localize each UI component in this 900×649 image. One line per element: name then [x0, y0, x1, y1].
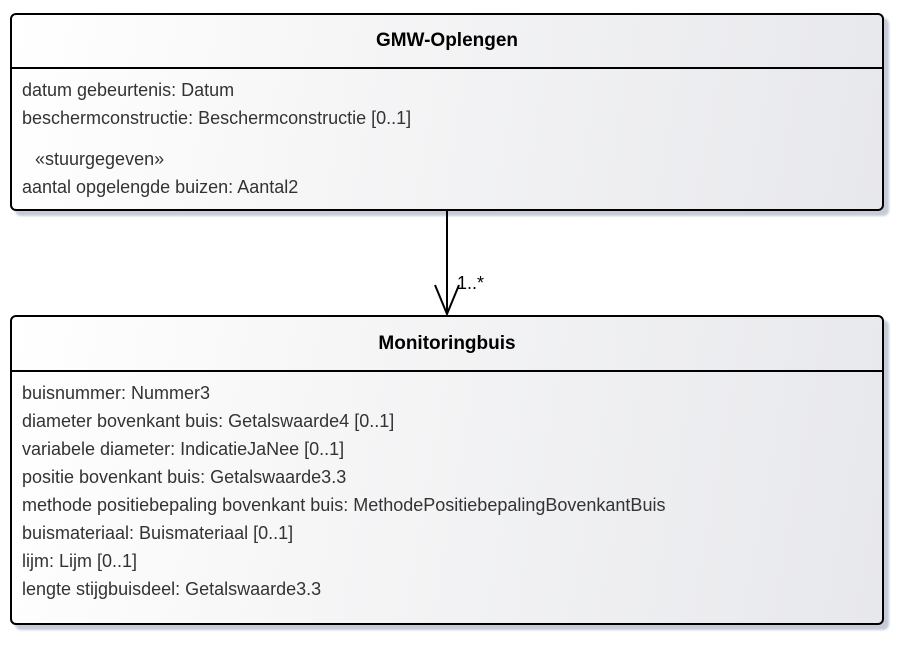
attribute-methode-positiebepaling: methode positiebepaling bovenkant buis: … — [22, 495, 666, 515]
attribute-diameter-bovenkant-buis: diameter bovenkant buis: Getalswaarde4 [… — [22, 411, 395, 431]
association-arrow[interactable] — [419, 211, 479, 316]
attribute-lengte-stijgbuisdeel: lengte stijgbuisdeel: Getalswaarde3.3 — [22, 579, 322, 599]
attribute-positie-bovenkant-buis: positie bovenkant buis: Getalswaarde3.3 — [22, 467, 347, 487]
class-title-gmw-oplengen: GMW-Oplengen — [12, 15, 882, 69]
class-box-gmw-oplengen[interactable]: GMW-Oplengen datum gebeurtenis: Datum be… — [10, 13, 884, 211]
class-title-monitoringbuis: Monitoringbuis — [12, 317, 882, 372]
class-box-monitoringbuis[interactable]: Monitoringbuis buisnummer: Nummer3 diame… — [10, 315, 884, 625]
stereotype-stuurgegeven: «stuurgegeven» — [35, 149, 165, 169]
attribute-beschermconstructie: beschermconstructie: Beschermconstructie… — [22, 108, 412, 128]
attribute-variabele-diameter: variabele diameter: IndicatieJaNee [0..1… — [22, 439, 345, 459]
attribute-lijm: lijm: Lijm [0..1] — [22, 551, 138, 571]
class-attributes-monitoringbuis: buisnummer: Nummer3 diameter bovenkant b… — [12, 372, 882, 610]
multiplicity-label: 1..* — [457, 273, 485, 293]
attribute-aantal-opgelengde-buizen: aantal opgelengde buizen: Aantal2 — [22, 177, 299, 197]
class-attributes-gmw-oplengen: datum gebeurtenis: Datum beschermconstru… — [12, 69, 882, 208]
attribute-buisnummer: buisnummer: Nummer3 — [22, 383, 211, 403]
attribute-datum-gebeurtenis: datum gebeurtenis: Datum — [22, 80, 235, 100]
attribute-buismateriaal: buismateriaal: Buismateriaal [0..1] — [22, 523, 294, 543]
